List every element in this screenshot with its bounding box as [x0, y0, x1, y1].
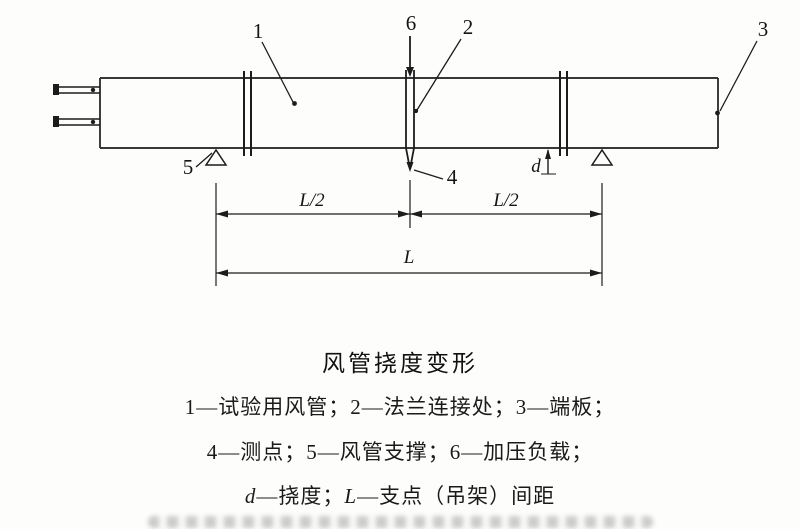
legend-var-d: d: [244, 484, 257, 508]
dimension-extension-lines: [215, 180, 603, 286]
deflection-label: d: [531, 156, 541, 177]
callout-3-end-plate: 3: [758, 17, 769, 41]
flange-left: [243, 71, 252, 156]
callout-4-measure-point: 4: [447, 165, 458, 189]
callout-2-flange: 2: [463, 15, 474, 39]
dimension-label-half-left: L/2: [298, 190, 325, 211]
duct-outline: [99, 77, 719, 149]
dimension-label-half-right: L/2: [492, 190, 519, 211]
legend-text-deflection: —挠度；: [256, 484, 345, 508]
callout-6-load: 6: [406, 11, 417, 35]
callout-leaders: [195, 38, 758, 180]
dimension-line-half-spans: [216, 210, 602, 218]
left-end-fittings: [53, 84, 100, 127]
cropped-text-smudge: [148, 516, 653, 528]
duct-deflection-diagram: d 1 6 2 3 5 4: [53, 11, 769, 286]
deflection-marker: [541, 149, 556, 175]
dimension-line-total-span: [216, 269, 602, 277]
measure-point-arrow: [406, 162, 414, 172]
load-arrow: [406, 36, 414, 77]
support-triangle-left: [204, 148, 228, 166]
flange-middle: [405, 70, 415, 172]
support-triangle-right: [590, 148, 614, 166]
dimension-label-total: L: [403, 247, 415, 268]
callout-1-duct: 1: [253, 19, 264, 43]
callout-5-support: 5: [183, 155, 194, 179]
legend-line-1: 1—试验用风管；2—法兰连接处；3—端板；: [184, 395, 616, 419]
figure-title: 风管挠度变形: [322, 351, 478, 376]
legend-var-l: L: [344, 484, 358, 508]
legend-line-2: 4—测点；5—风管支撑；6—加压负载；: [206, 440, 594, 464]
flange-right: [559, 71, 568, 156]
legend-line-3: d—挠度；L—支点（吊架）间距: [0, 480, 800, 510]
legend-text-span: —支点（吊架）间距: [357, 484, 556, 508]
